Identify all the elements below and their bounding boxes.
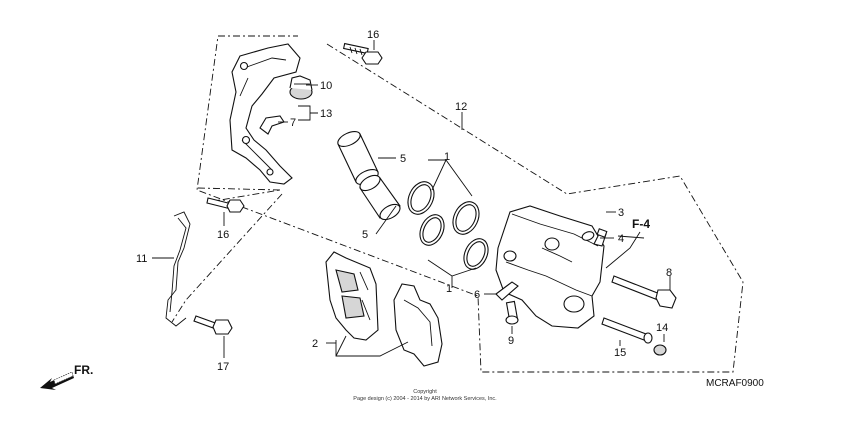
bolt-16-top[interactable] (342, 42, 383, 65)
callout-9: 9 (508, 335, 514, 347)
bleeder-screw-3[interactable] (593, 228, 608, 247)
brake-pad-inner[interactable] (325, 251, 379, 341)
callout-10: 10 (320, 80, 332, 92)
pin-outline-line (171, 193, 283, 323)
callout-1-lower: 1 (446, 283, 452, 295)
callout-1-upper: 1 (444, 151, 450, 163)
caliper-bracket[interactable] (229, 43, 301, 185)
callout-13: 13 (320, 108, 332, 120)
callout-3: 3 (618, 207, 624, 219)
pad-pin-6[interactable] (495, 281, 519, 301)
callout-15: 15 (614, 347, 626, 359)
assembly-outline (196, 35, 744, 373)
callout-16-top: 16 (367, 29, 379, 41)
brake-pad-outer[interactable] (393, 283, 443, 367)
bleeder-cap-4[interactable] (581, 230, 595, 242)
pin-15[interactable] (601, 317, 653, 344)
clip-7[interactable] (259, 115, 285, 135)
front-direction-arrow-icon (40, 371, 74, 390)
callout-6: 6 (474, 289, 480, 301)
bolt-16-lower[interactable] (206, 197, 245, 213)
boot-10[interactable] (289, 75, 313, 100)
bolt-17[interactable] (193, 315, 233, 335)
callout-2: 2 (312, 338, 318, 350)
leader-lines (152, 40, 671, 358)
callout-7: 7 (290, 117, 296, 129)
pad-spring-11[interactable] (165, 211, 191, 327)
bracket-outline-line (197, 187, 281, 191)
callout-14: 14 (656, 322, 668, 334)
boot-14[interactable] (653, 344, 667, 356)
callout-11: 11 (136, 253, 147, 265)
piston-5-lower[interactable] (357, 172, 402, 222)
direction-label: FR. (74, 363, 93, 377)
reference-label: F-4 (632, 217, 650, 231)
pin-bolt-8[interactable] (611, 275, 677, 309)
diagram-code: MCRAF0900 (706, 378, 764, 389)
callout-16-lower: 16 (217, 229, 229, 241)
callout-5-lower: 5 (362, 229, 368, 241)
callout-4: 4 (618, 233, 624, 245)
caliper-body[interactable] (495, 205, 605, 329)
callout-8: 8 (666, 267, 672, 279)
callout-12: 12 (455, 101, 467, 113)
callout-5-upper: 5 (400, 153, 406, 165)
bracket-outline-line (207, 189, 281, 203)
callout-17: 17 (217, 361, 229, 373)
copyright-line-2: Page design (c) 2004 - 2014 by ARI Netwo… (353, 396, 497, 402)
pin-bolt-9[interactable] (505, 300, 519, 325)
seal-ring-set-1[interactable] (403, 178, 493, 274)
copyright-line-1: Copyright (413, 389, 437, 395)
